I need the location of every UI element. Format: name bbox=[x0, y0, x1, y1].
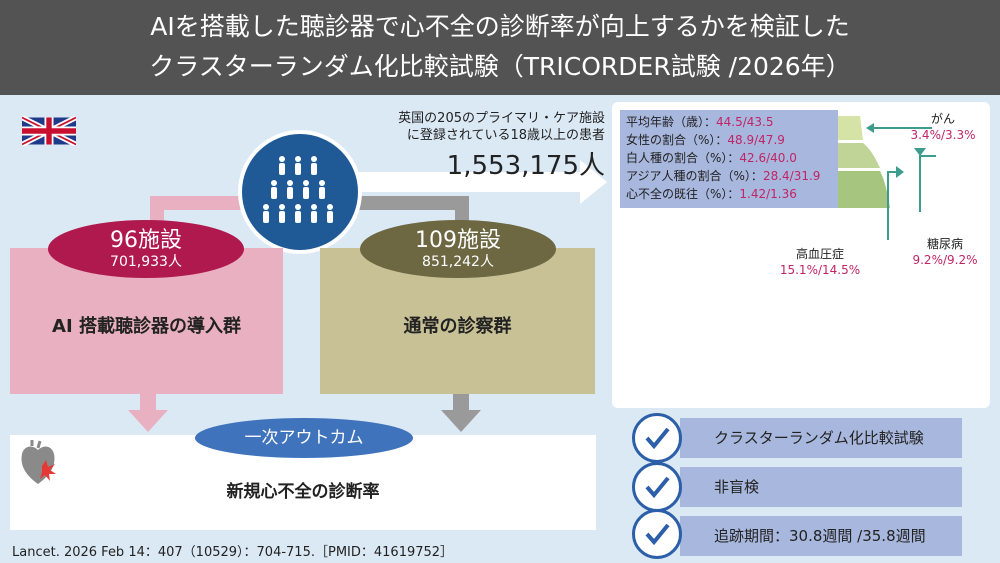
usual-group-ellipse: 109施設 851,242人 bbox=[360, 220, 556, 278]
citation: Lancet. 2026 Feb 14：407（10529）：704-715.［… bbox=[12, 545, 454, 560]
stat-row: アジア人種の割合（%）：28.4/31.9 bbox=[626, 169, 821, 183]
feature-item: 追跡期間：30.8週間 /35.8週間 bbox=[680, 516, 962, 556]
checkmark-icon bbox=[632, 462, 682, 512]
cancer-segment bbox=[838, 116, 863, 140]
heart-icon bbox=[21, 440, 56, 484]
usual-group-patients: 851,242人 bbox=[422, 254, 494, 270]
ai-group-sites: 96施設 bbox=[110, 228, 182, 253]
uk-flag-icon bbox=[22, 116, 76, 146]
usual-down-arrow bbox=[441, 394, 481, 432]
usual-split-arrow bbox=[358, 196, 469, 248]
population-icon bbox=[238, 130, 362, 254]
stat-row: 心不全の既往（%）：1.42/1.36 bbox=[626, 187, 797, 201]
stat-row: 平均年齢（歳）：44.5/43.5 bbox=[626, 115, 774, 129]
ai-group-label: AI 搭載聴診器の導入群 bbox=[52, 316, 241, 337]
usual-group-label: 通常の診察群 bbox=[403, 316, 512, 337]
population-total: 1,553,175人 bbox=[446, 151, 605, 181]
population-arrow bbox=[355, 160, 607, 204]
checkmark-icon bbox=[632, 509, 682, 559]
population-description: 英国の205のプライマリ・ケア施設 に登録されている18歳以上の患者 bbox=[360, 110, 605, 144]
hypertension-segment bbox=[838, 143, 880, 168]
title-line-1: AIを搭載した聴診器で心不全の診断率が向上するかを検証した bbox=[150, 12, 850, 41]
ai-down-arrow bbox=[128, 394, 168, 432]
diabetes-annotation: 糖尿病 9.2%/9.2% bbox=[900, 236, 990, 268]
hypertension-annotation: 高血圧症 15.1%/14.5% bbox=[770, 246, 870, 278]
comorbidity-fan bbox=[838, 116, 890, 208]
population-note-line-2: に登録されている18歳以上の患者 bbox=[406, 128, 605, 143]
hypertension-label: 高血圧症 bbox=[795, 247, 844, 261]
baseline-stats: 平均年齢（歳）：44.5/43.5 女性の割合（%）：48.9/47.9 白人種… bbox=[620, 110, 838, 208]
outcome-text: 新規心不全の診断率 bbox=[226, 482, 380, 502]
population-note-line-1: 英国の205のプライマリ・ケア施設 bbox=[398, 111, 605, 126]
diabetes-label: 糖尿病 bbox=[926, 237, 963, 251]
annotation-arrows bbox=[866, 123, 936, 240]
cancer-value: 3.4%/3.3% bbox=[910, 128, 976, 142]
ai-group-ellipse: 96施設 701,933人 bbox=[48, 220, 244, 278]
stat-row: 女性の割合（%）：48.9/47.9 bbox=[626, 133, 785, 147]
feature-item: クラスターランダム化比較試験 bbox=[680, 418, 962, 458]
stat-row: 白人種の割合（%）：42.6/40.0 bbox=[626, 151, 797, 165]
title-bar: AIを搭載した聴診器で心不全の診断率が向上するかを検証した クラスターランダム化… bbox=[0, 0, 1000, 95]
title-line-2: クラスターランダム化比較試験（TRICORDER試験 /2026年） bbox=[149, 52, 851, 81]
checkmark-icon bbox=[632, 413, 682, 463]
ai-split-arrow bbox=[150, 196, 243, 248]
diabetes-segment bbox=[838, 171, 890, 208]
diabetes-value: 9.2%/9.2% bbox=[912, 253, 978, 267]
hypertension-value: 15.1%/14.5% bbox=[779, 263, 861, 277]
cancer-label: がん bbox=[930, 112, 955, 126]
usual-group-sites: 109施設 bbox=[415, 228, 501, 253]
cancer-annotation: がん 3.4%/3.3% bbox=[898, 111, 988, 143]
feature-item: 非盲検 bbox=[680, 467, 962, 507]
ai-group-patients: 701,933人 bbox=[110, 254, 182, 270]
outcome-label: 一次アウトカム bbox=[195, 418, 413, 458]
